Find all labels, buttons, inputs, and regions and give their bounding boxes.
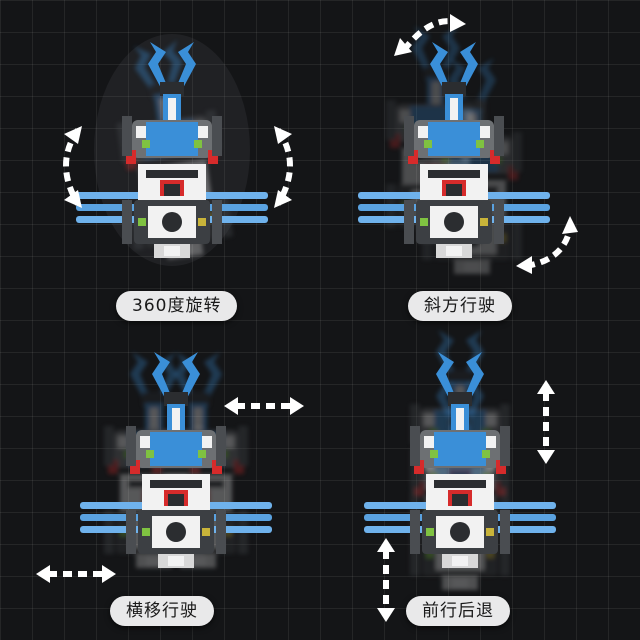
robot-illustration (80, 352, 272, 568)
rotate-cw-icon (274, 126, 293, 208)
robot-illustration (76, 34, 268, 266)
double-arrow-icon (394, 14, 466, 56)
double-arrow-icon (377, 538, 395, 622)
rotate-ccw-icon (63, 126, 82, 208)
robot-illustration (358, 26, 550, 274)
mode-panel-diagonal: 斜方行驶 (320, 0, 640, 321)
double-arrow-icon (36, 565, 116, 583)
mode-panel-forward-back: 前行后退 (320, 320, 640, 640)
mode-label: 360度旋转 (116, 291, 238, 321)
mode-label: 横移行驶 (110, 596, 214, 626)
mode-panel-lateral: 横移行驶 (0, 320, 320, 640)
mode-label: 斜方行驶 (408, 291, 512, 321)
robot-illustration (364, 330, 556, 590)
double-arrow-icon (224, 397, 304, 415)
double-arrow-icon (516, 216, 578, 274)
mode-panel-rotate: 360度旋转 (0, 0, 320, 321)
mode-label: 前行后退 (406, 596, 510, 626)
double-arrow-icon (537, 380, 555, 464)
